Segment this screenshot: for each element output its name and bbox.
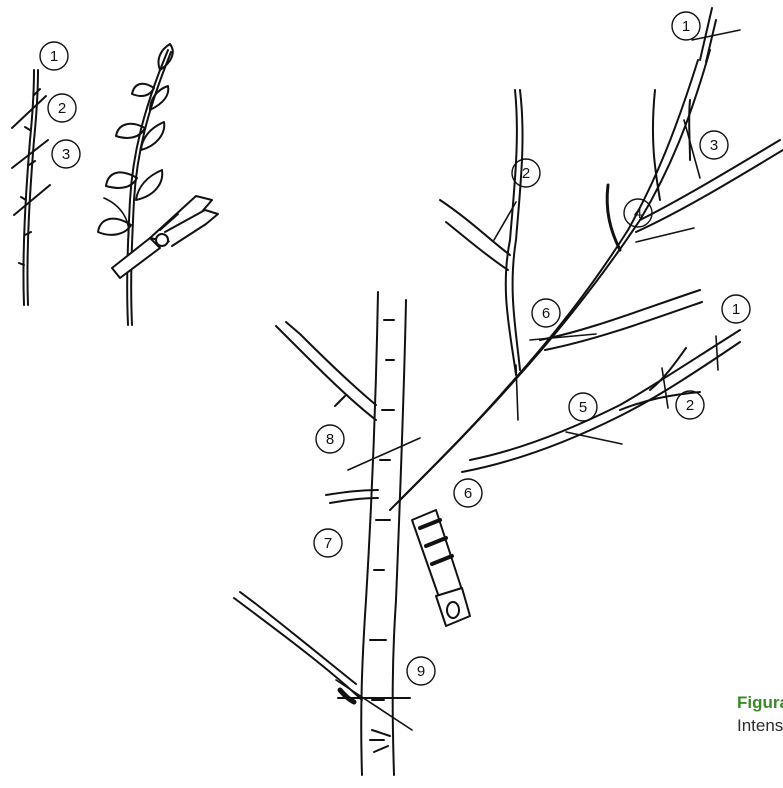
figure-label: Figura 5.6. bbox=[737, 691, 783, 714]
callout-top-2: 2 bbox=[522, 165, 530, 182]
callout-left-2: 2 bbox=[58, 100, 66, 117]
scaffold-branch bbox=[390, 8, 783, 510]
figure-caption: Figura 5.6. Intensidad bbox=[737, 691, 783, 737]
cut-marks bbox=[336, 30, 740, 730]
callout-low-6: 6 bbox=[464, 485, 472, 502]
callout-low-7: 7 bbox=[324, 535, 332, 552]
figure-description: Intensidad bbox=[737, 714, 783, 737]
upper-left-branch bbox=[276, 322, 376, 420]
callout-low-9: 9 bbox=[417, 663, 425, 680]
stub-cut bbox=[326, 490, 378, 503]
saw bbox=[412, 510, 470, 626]
left-shoot bbox=[12, 70, 50, 305]
callout-left-1: 1 bbox=[50, 48, 58, 65]
callout-top-1: 1 bbox=[682, 18, 690, 35]
lower-left-branch bbox=[234, 592, 362, 702]
callout-mid-6: 6 bbox=[542, 305, 550, 322]
callout-top-4: 4 bbox=[634, 205, 642, 222]
callout-right-2: 2 bbox=[686, 397, 694, 414]
callout-right-5: 5 bbox=[579, 399, 587, 416]
callout-top-3: 3 bbox=[710, 137, 718, 154]
callout-right-1: 1 bbox=[732, 301, 740, 318]
callout-left-3: 3 bbox=[62, 146, 70, 163]
leafy-shoot bbox=[98, 44, 218, 325]
callout-low-8: 8 bbox=[326, 431, 334, 448]
trunk bbox=[338, 292, 410, 775]
